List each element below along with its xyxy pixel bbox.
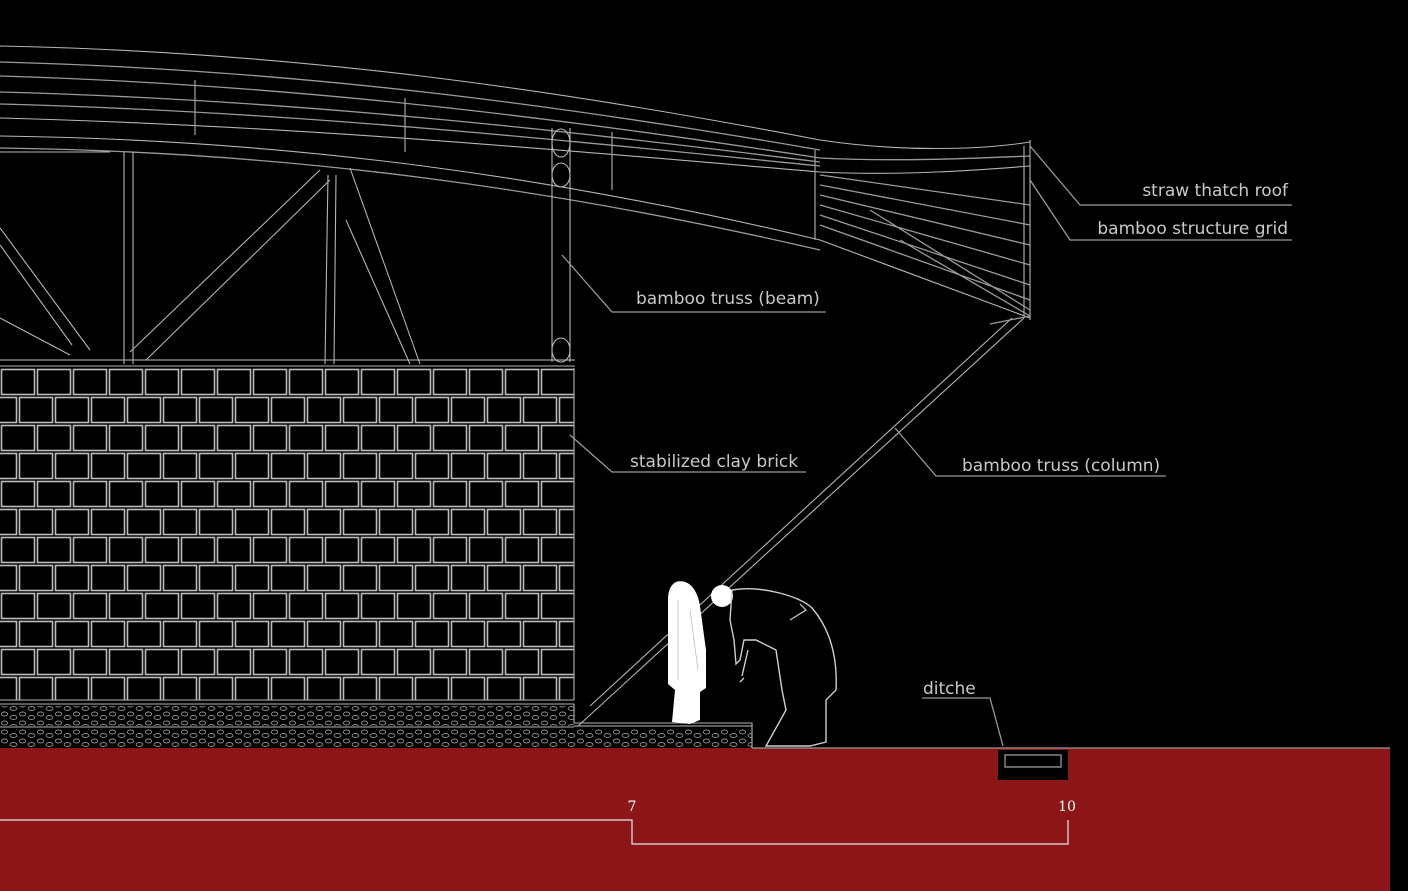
foundation-pebbles xyxy=(0,706,574,726)
label-bamboo-truss-column: bamboo truss (column) xyxy=(962,456,1160,476)
scale-mark-7: 7 xyxy=(628,799,637,815)
plinth-pebbles xyxy=(0,729,752,747)
brick-wall xyxy=(0,368,574,700)
scale-bar: 7 10 xyxy=(0,799,1076,845)
bamboo-column xyxy=(577,315,1031,727)
label-straw-thatch-roof: straw thatch roof xyxy=(1142,181,1289,201)
scale-mark-10: 10 xyxy=(1058,799,1076,815)
label-bamboo-truss-beam: bamboo truss (beam) xyxy=(636,289,820,309)
label-stabilized-clay-brick: stabilized clay brick xyxy=(630,452,798,472)
ditch xyxy=(998,750,1068,780)
bamboo-truss xyxy=(0,128,575,367)
person-child-figure xyxy=(668,581,706,724)
label-bamboo-structure-grid: bamboo structure grid xyxy=(1097,219,1288,239)
label-ditche: ditche xyxy=(923,679,976,699)
person-adult-figure xyxy=(711,585,837,747)
roof xyxy=(0,45,1031,320)
leader-lines xyxy=(561,145,1292,747)
